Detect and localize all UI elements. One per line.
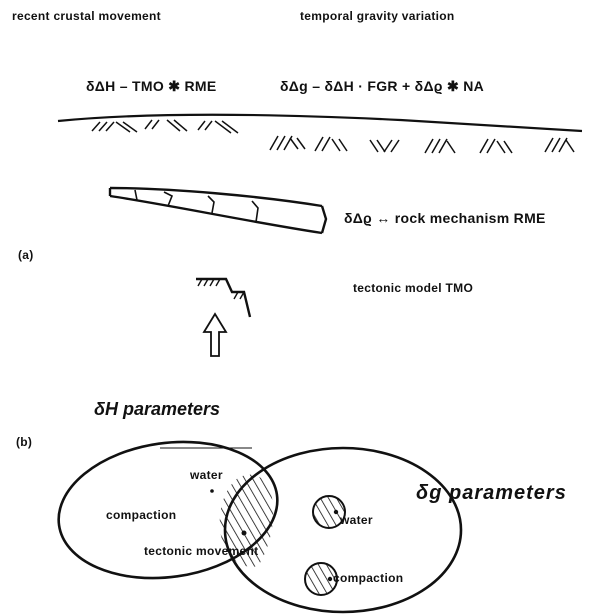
left-compaction-label: compaction [106,509,176,521]
tectonic-movement-label: tectonic movement [144,545,258,557]
water-dot [210,489,214,493]
tectonic-dot [242,531,247,536]
water-circle-dot [334,510,338,514]
part-a-label: (a) [18,249,34,261]
surface-hatching [92,120,574,153]
crustal-movement-equation: δΔH – TMO ✱ RME [86,79,216,93]
rock-layer-drawing [110,188,326,233]
right-water-label: water [340,514,373,526]
uplift-arrow-icon [204,314,226,356]
dh-parameters-title: δH parameters [94,400,220,418]
gravity-variation-equation: δΔg – δΔH · FGR + δΔϱ ✱ NA [280,79,484,93]
rock-mechanism-label: δΔϱ ↔ rock mechanism RME [344,211,546,225]
right-compaction-label: compaction [333,572,403,584]
recent-crustal-movement-title: recent crustal movement [12,10,161,22]
tectonic-model-drawing [196,279,250,356]
surface-profile-line [58,115,582,131]
temporal-gravity-variation-title: temporal gravity variation [300,10,455,22]
tectonic-model-label: tectonic model TMO [353,282,473,294]
dg-parameters-title: δg parameters [416,483,567,503]
part-b-label: (b) [16,436,32,448]
left-water-label: water [190,469,223,481]
compaction-circle-dot [328,577,332,581]
